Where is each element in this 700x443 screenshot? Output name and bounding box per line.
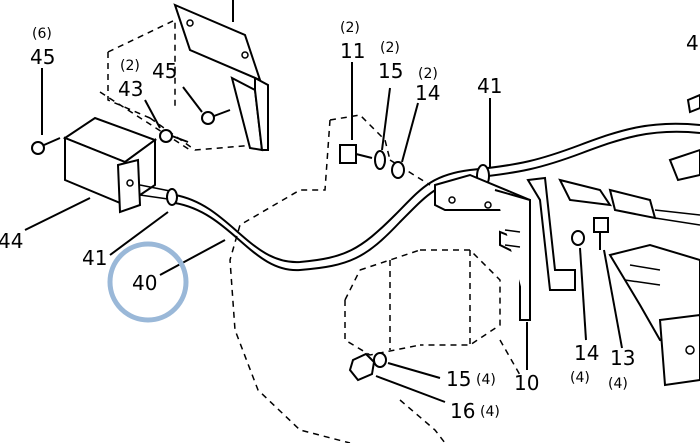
callout-45a: 45 <box>30 45 55 69</box>
bracket-10 <box>434 173 576 321</box>
callout-16: 16 <box>450 399 475 423</box>
mounting-plate <box>173 0 269 152</box>
callout-15b-qty: (4) <box>476 372 496 388</box>
callout-14a-qty: (2) <box>418 66 438 82</box>
callout-4: 4 <box>686 31 699 55</box>
callout-14a: 14 <box>415 81 440 105</box>
phantom-outlines <box>99 18 521 443</box>
solenoid-44 <box>62 116 176 214</box>
callout-13: 13 <box>610 346 635 370</box>
callout-45a-qty: (6) <box>32 26 52 42</box>
callout-40: 40 <box>132 271 157 295</box>
callout-14b-qty: (4) <box>570 370 590 386</box>
callout-44: 44 <box>0 229 23 253</box>
callout-15a: 15 <box>378 59 403 83</box>
right-assembly <box>558 93 700 387</box>
callout-labels: (6) 45 (2) 43 45 (2) 11 (2) 15 (2) 14 41… <box>0 20 699 423</box>
callout-11-qty: (2) <box>340 20 360 36</box>
callout-16-qty: (4) <box>480 404 500 420</box>
callout-14b: 14 <box>574 341 599 365</box>
callout-10: 10 <box>514 371 539 395</box>
callout-41b: 41 <box>82 246 107 270</box>
fasteners <box>31 109 609 382</box>
callout-15a-qty: (2) <box>380 40 400 56</box>
callout-43: 43 <box>118 77 143 101</box>
callout-11: 11 <box>340 39 365 63</box>
leader-lines <box>24 62 623 403</box>
callout-43-qty: (2) <box>120 58 140 74</box>
callout-15b: 15 <box>446 367 471 391</box>
callout-13-qty: (4) <box>608 376 628 392</box>
callout-41a: 41 <box>477 74 502 98</box>
highlight-circle <box>107 241 189 323</box>
callout-45b: 45 <box>152 59 177 83</box>
